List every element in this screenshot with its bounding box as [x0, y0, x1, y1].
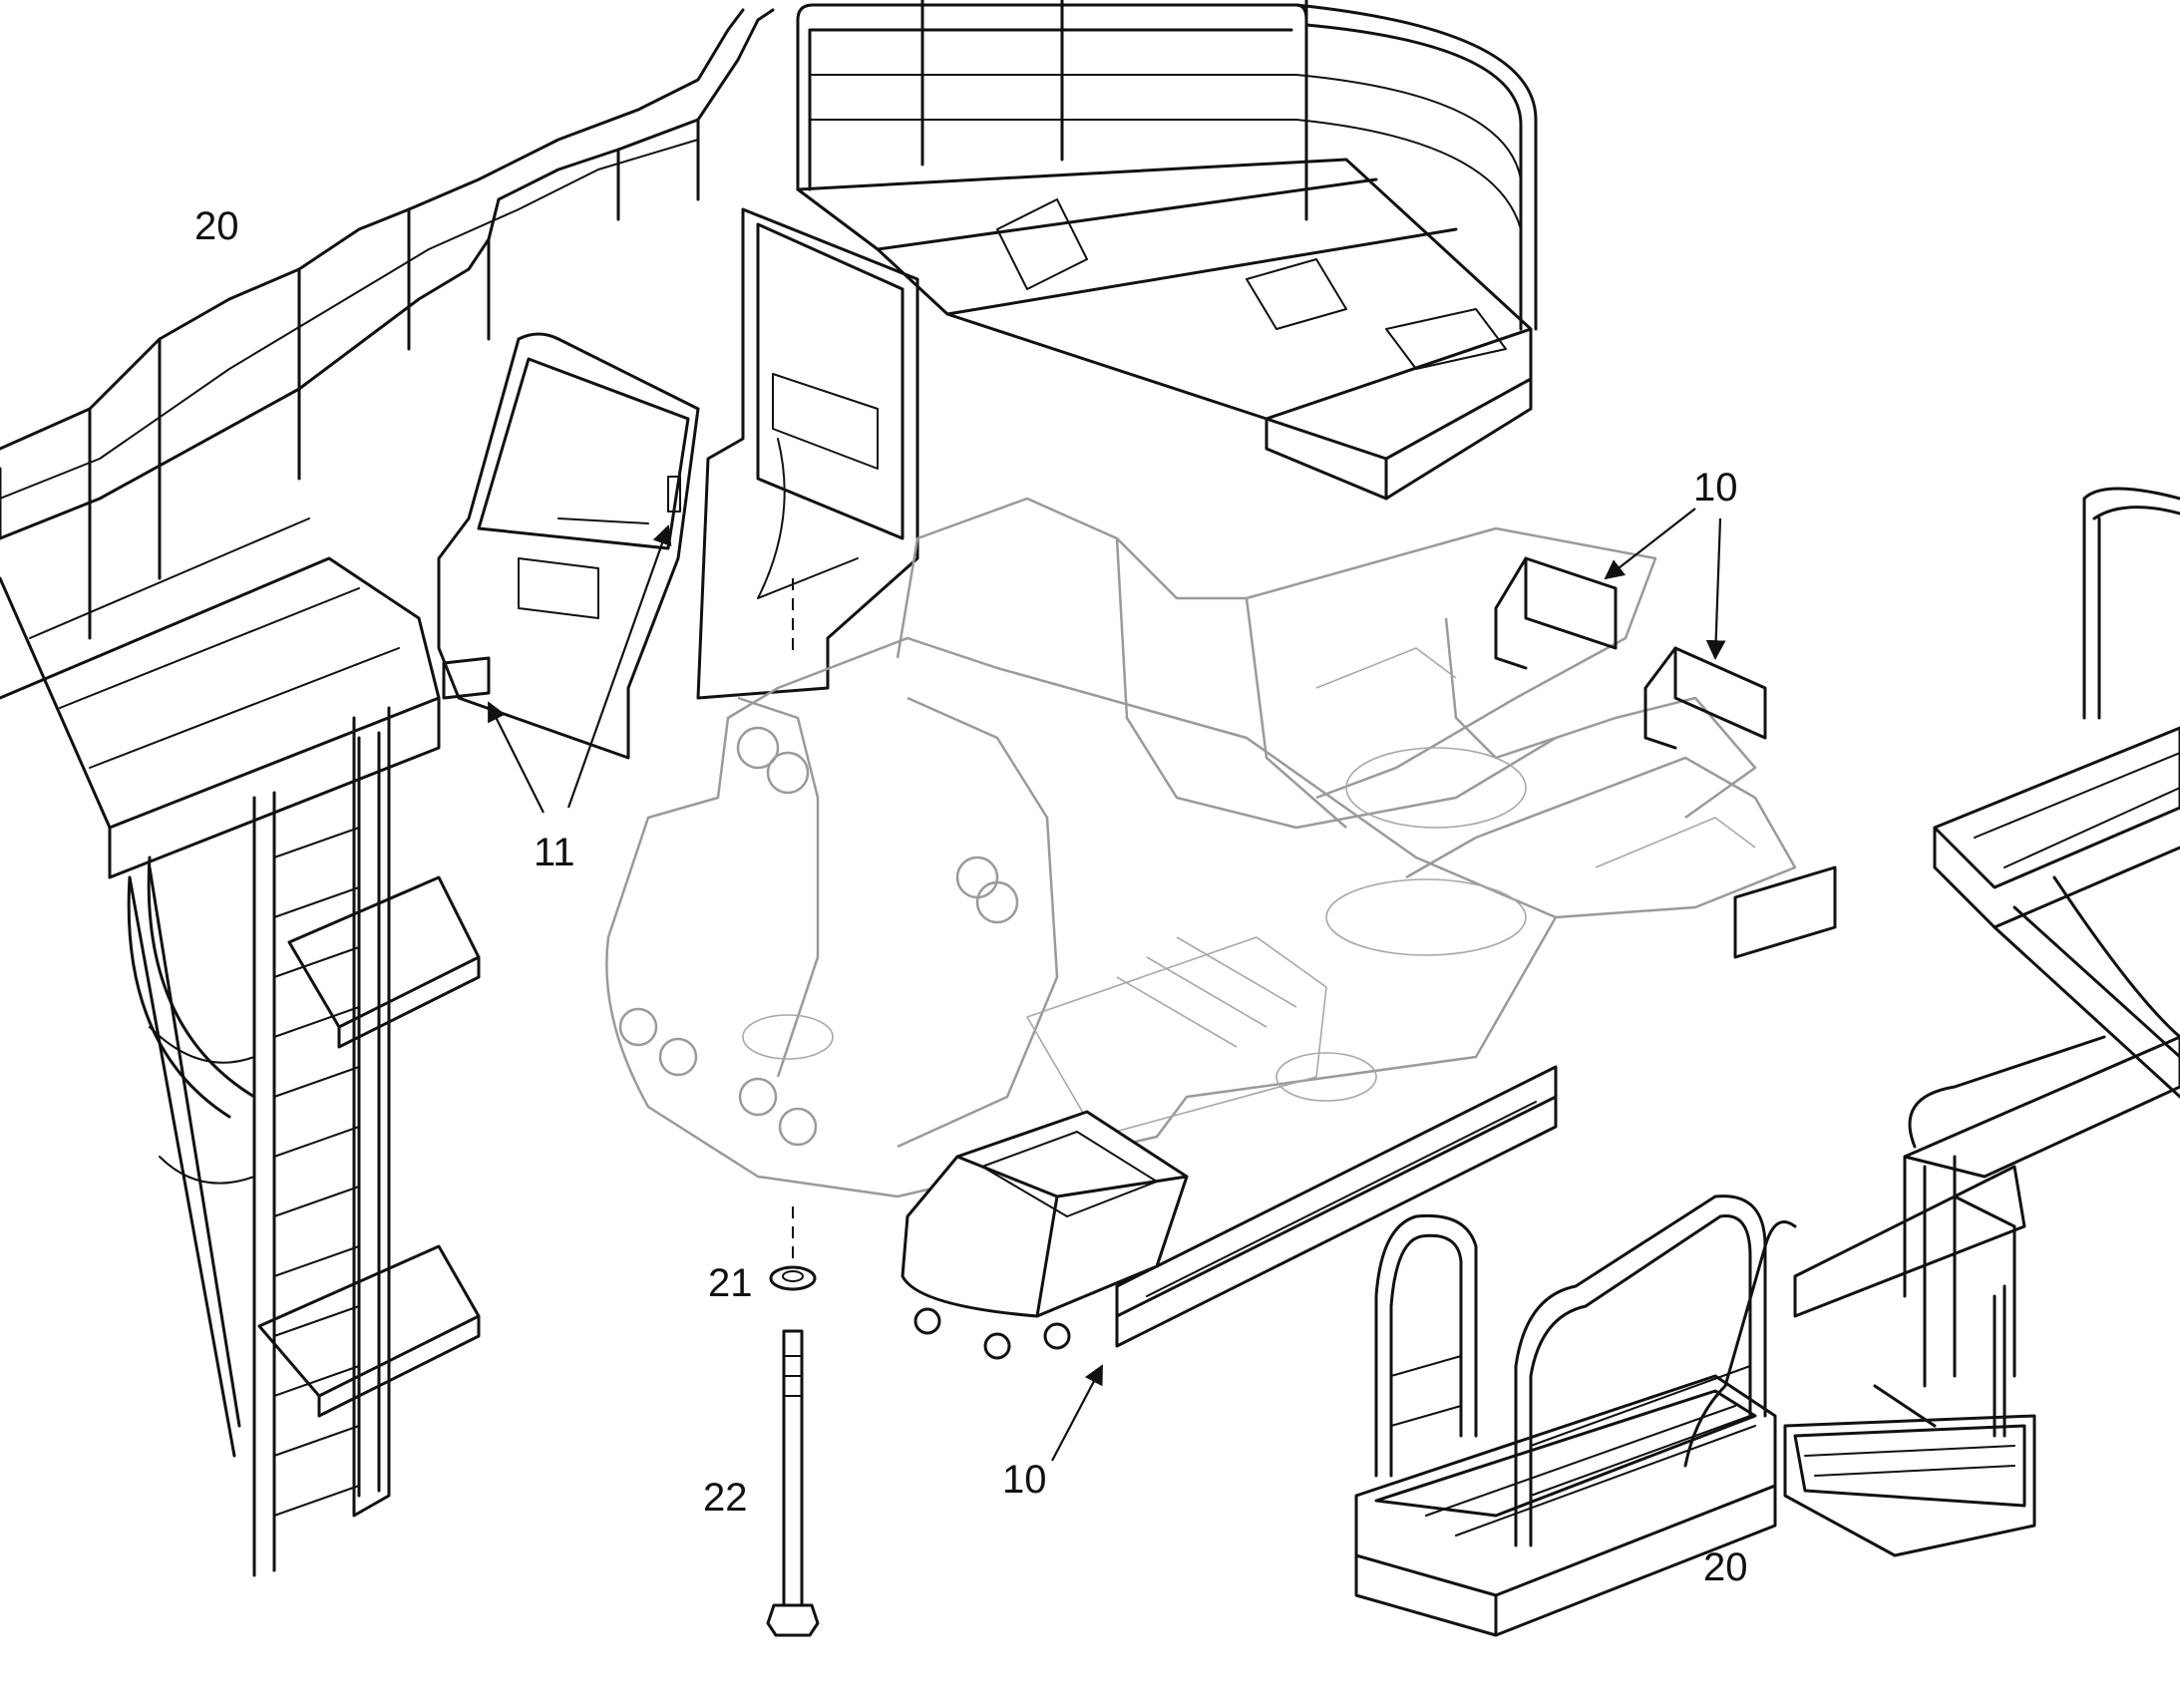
callout-platform-right: 20	[1703, 1545, 1748, 1589]
callout-platform-left: 20	[194, 204, 239, 248]
counterweight-panels	[437, 207, 919, 760]
callout-washer: 21	[708, 1261, 753, 1305]
walkway-platform-top	[796, 0, 1538, 501]
ladder-tower-left	[0, 8, 775, 1577]
walkway-platform-right	[1354, 487, 2180, 1637]
lower-counterweight-block	[901, 1110, 1189, 1360]
callout-bolt: 22	[703, 1476, 748, 1520]
washer-part	[769, 1206, 817, 1291]
callout-counterweight-panels: 11	[534, 831, 575, 874]
bolt-part	[766, 1329, 820, 1637]
callout-frame-rear-upper: 10	[1693, 466, 1738, 510]
callout-frame-side-lower: 10	[1002, 1458, 1047, 1502]
leader-lines	[488, 508, 1726, 1462]
frame-side-members	[1115, 556, 1837, 1348]
